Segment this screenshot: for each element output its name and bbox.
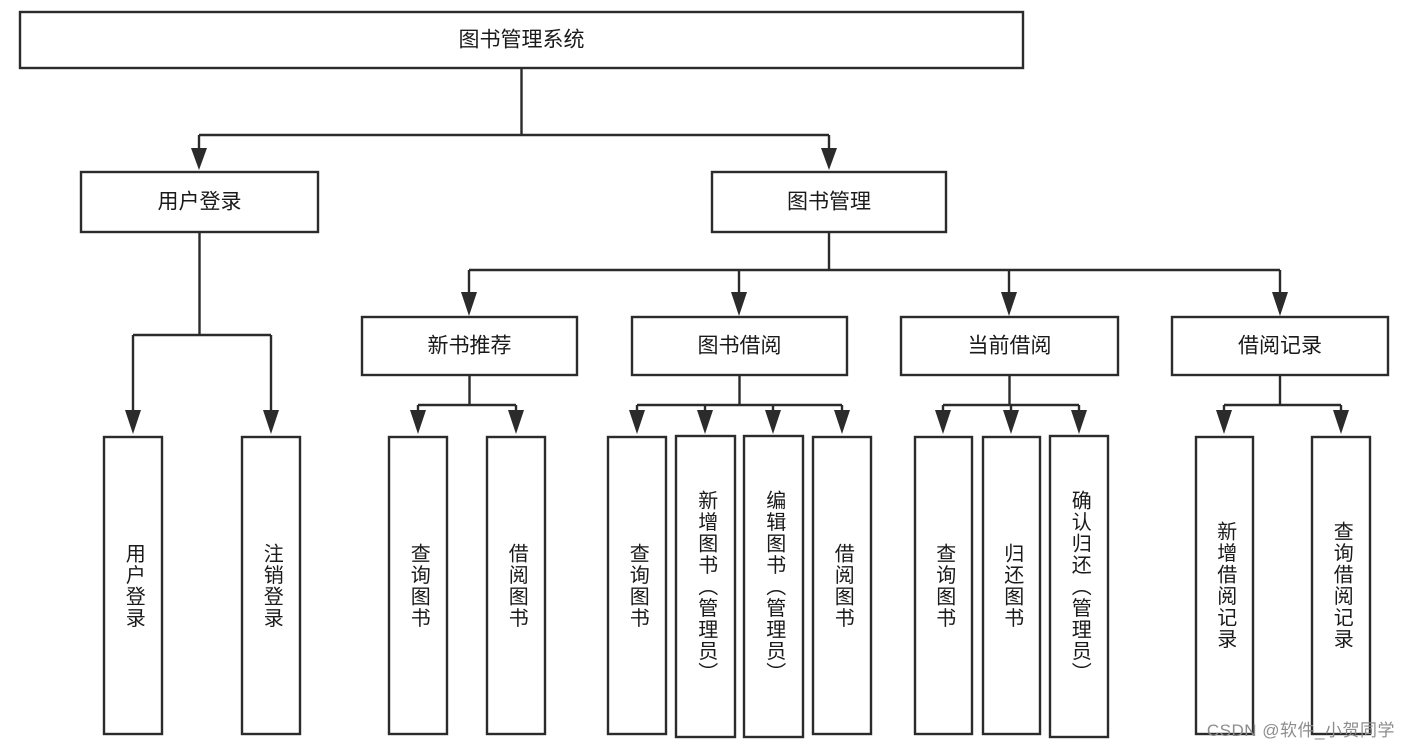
arrow-login-to-leaf1 xyxy=(125,410,141,434)
leaf-box-add-book-admin[interactable] xyxy=(674,434,737,739)
node-root-label: 图书管理系统 xyxy=(459,29,585,52)
node-book-borrow-label: 图书借阅 xyxy=(698,335,782,358)
arrow-root-to-login xyxy=(191,148,207,170)
arrow-recommend-to-leaf2 xyxy=(508,410,524,434)
arrow-bookmgmt-to-g3 xyxy=(1001,292,1017,316)
arrow-bookmgmt-to-g1 xyxy=(461,292,477,316)
arrow-record-to-leaf2 xyxy=(1333,410,1349,434)
arrow-bookmgmt-to-g2 xyxy=(731,292,747,316)
leaf-box-query-book-borrow[interactable] xyxy=(606,435,668,736)
arrow-current-to-leaf2 xyxy=(1003,410,1019,434)
node-current-borrow-label: 当前借阅 xyxy=(968,335,1052,358)
csdn-watermark: CSDN @软件_小贺同学 xyxy=(1206,721,1395,740)
arrow-borrow-to-leaf1 xyxy=(629,410,645,434)
arrow-current-to-leaf1 xyxy=(935,410,951,434)
leaf-box-borrow-book[interactable] xyxy=(811,435,873,736)
node-book-management-label: 图书管理 xyxy=(787,191,871,214)
leaf-box-query-book-current[interactable] xyxy=(913,435,974,736)
node-new-book-recommend-label: 新书推荐 xyxy=(428,335,512,358)
node-user-login-label: 用户登录 xyxy=(158,191,242,214)
arrow-borrow-to-leaf2 xyxy=(697,410,713,434)
leaf-box-add-borrow-record[interactable] xyxy=(1194,435,1255,736)
arrow-login-to-leaf2 xyxy=(263,410,279,434)
leaf-box-query-book-recommend[interactable] xyxy=(387,435,449,736)
arrow-recommend-to-leaf1 xyxy=(410,410,426,434)
arrow-bookmgmt-to-g4 xyxy=(1272,292,1288,316)
leaf-box-return-book[interactable] xyxy=(981,435,1042,736)
node-book-borrow-box[interactable] xyxy=(630,315,849,377)
node-root-box[interactable] xyxy=(18,10,1025,70)
arrow-borrow-to-leaf3 xyxy=(765,410,781,434)
node-borrow-record-box[interactable] xyxy=(1170,315,1390,377)
node-current-borrow-box[interactable] xyxy=(899,315,1120,377)
node-book-management-box[interactable] xyxy=(710,170,948,234)
arrow-borrow-to-leaf4 xyxy=(834,410,850,434)
arrow-root-to-bookmgmt xyxy=(821,148,837,170)
leaf-box-query-borrow-record[interactable] xyxy=(1310,435,1372,736)
leaf-box-logout[interactable] xyxy=(240,435,302,736)
node-new-book-recommend-box[interactable] xyxy=(360,315,579,377)
leaf-box-user-login[interactable] xyxy=(102,435,164,736)
leaf-box-confirm-return-admin[interactable] xyxy=(1048,434,1110,739)
node-borrow-record-label: 借阅记录 xyxy=(1238,335,1322,358)
leaf-box-edit-book-admin[interactable] xyxy=(742,434,805,739)
leaf-box-borrow-book-recommend[interactable] xyxy=(485,435,547,736)
arrow-record-to-leaf1 xyxy=(1216,410,1232,434)
arrow-current-to-leaf3 xyxy=(1071,410,1087,434)
